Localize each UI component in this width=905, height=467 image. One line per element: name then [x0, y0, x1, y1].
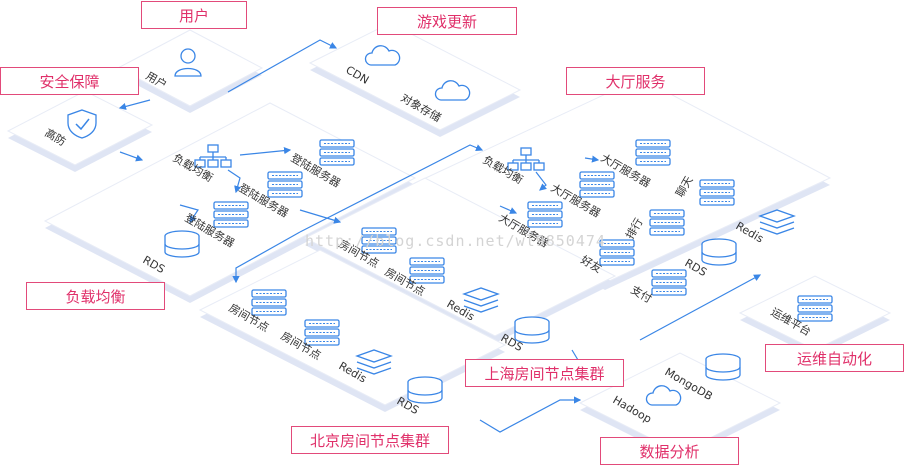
title-ops-automation: 运维自动化 [765, 344, 904, 372]
ops-platform-icon [797, 295, 833, 322]
title-data-analysis: 数据分析 [600, 437, 739, 465]
watermark: http://blog.csdn.net/wl9850474 [305, 232, 606, 250]
login-server-icon-1 [319, 139, 355, 166]
login-server-icon-3 [213, 201, 249, 228]
platform-shanghai [303, 177, 617, 343]
lobby-server-icon-3 [527, 201, 563, 228]
platform-ops [738, 275, 892, 357]
rds-lobby-icon [701, 238, 737, 266]
rds-bj-icon [407, 376, 443, 404]
pay-label: 支付 [629, 283, 655, 305]
chat-server-icon [699, 179, 735, 206]
platform-game-update [308, 22, 522, 137]
title-security: 安全保障 [0, 67, 139, 95]
redis-lobby-label: Redis [734, 219, 766, 245]
lobby-server-icon-1 [635, 139, 671, 166]
title-load-balance: 负载均衡 [26, 282, 165, 310]
title-beijing-cluster: 北京房间节点集群 [291, 426, 449, 454]
pay-server-icon [651, 269, 687, 296]
room-node-sh-icon-2 [409, 257, 445, 284]
login-server-icon-2 [267, 171, 303, 198]
connector-arrows [118, 39, 762, 433]
title-lobby: 大厅服务 [566, 67, 705, 95]
rds-left-icon [164, 230, 200, 258]
title-user: 用户 [141, 1, 247, 29]
lobby-server-icon-2 [579, 171, 615, 198]
rank-server-icon [649, 209, 685, 236]
mongodb-icon [705, 353, 741, 381]
title-game-update: 游戏更新 [377, 7, 517, 35]
redis-lobby-icon [759, 209, 795, 235]
title-shanghai-cluster: 上海房间节点集群 [465, 359, 624, 387]
room-node-bj-icon-2 [304, 319, 340, 346]
room-node-bj-icon-1 [251, 289, 287, 316]
